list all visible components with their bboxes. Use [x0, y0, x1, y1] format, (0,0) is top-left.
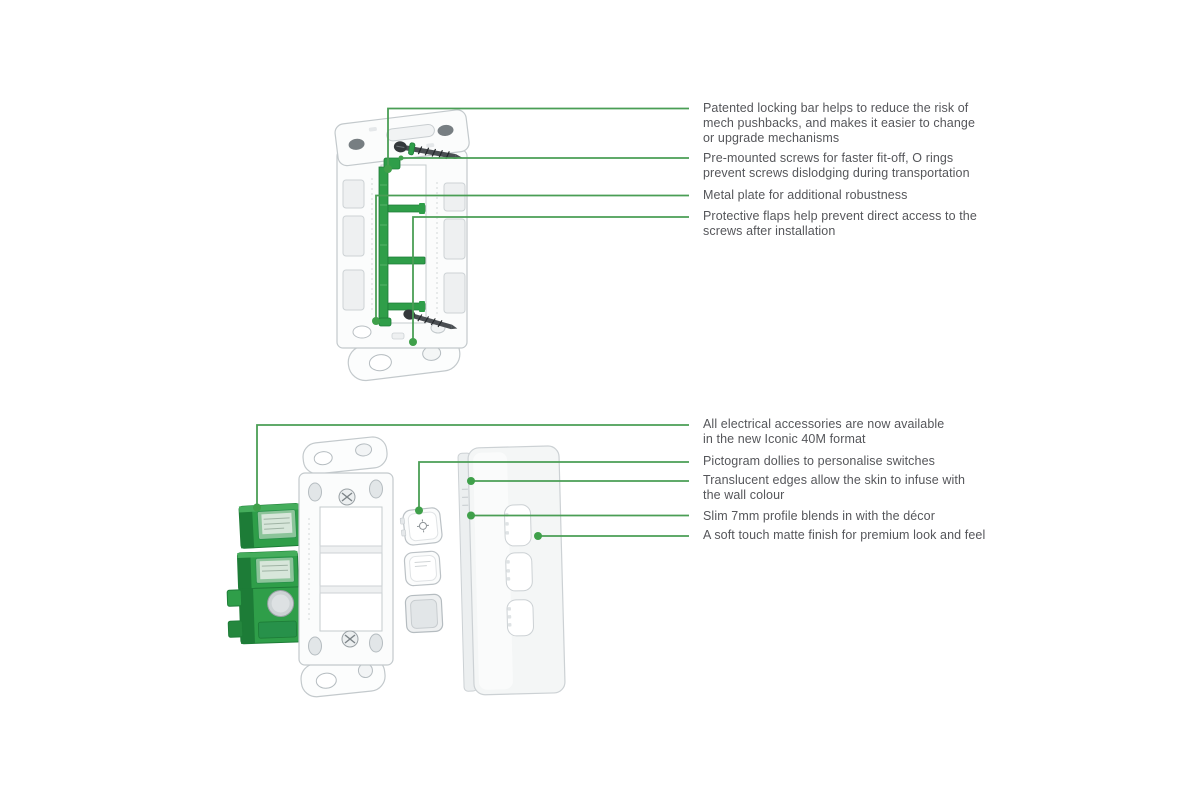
- callout-text-line: in the new Iconic 40M format: [703, 432, 866, 446]
- callout-dot: [534, 532, 542, 540]
- callout-text-line: A soft touch matte finish for premium lo…: [703, 528, 986, 542]
- callout-dot: [467, 511, 475, 520]
- switch-mechanism: [238, 503, 302, 549]
- callout-text-line: Pre-mounted screws for faster fit-off, O…: [703, 151, 954, 165]
- callout-line-metal-plate: [375, 194, 689, 318]
- callout-text-line: Protective flaps help prevent direct acc…: [703, 209, 977, 223]
- callout-text-matte-finish: A soft touch matte finish for premium lo…: [703, 528, 1013, 543]
- switch-mechanisms: [226, 503, 304, 645]
- grid-side-cutouts: [342, 179, 466, 314]
- callout-dot: [467, 477, 475, 485]
- grid2-screw-head-bottom: [341, 630, 359, 648]
- o-ring: [408, 142, 416, 156]
- callout-line-dollies: [418, 461, 689, 507]
- callout-text-slim-profile: Slim 7mm profile blends in with the déco…: [703, 509, 1013, 524]
- grid-tick-marks: [371, 178, 438, 314]
- callout-text-line: the wall colour: [703, 488, 785, 502]
- callout-dot: [398, 155, 404, 161]
- switch-mechanism-dimmer: [226, 586, 304, 645]
- mounting-grid-rear-diagram: [334, 109, 470, 382]
- callout-text-pre-mounted-screws: Pre-mounted screws for faster fit-off, O…: [703, 151, 1013, 181]
- dolly-pictogram-icon: [416, 519, 430, 533]
- callout-dot: [253, 503, 261, 512]
- callout-text-protective-flaps: Protective flaps help prevent direct acc…: [703, 209, 1013, 239]
- top-callout-lines: [375, 107, 689, 339]
- pictogram-dolly: [404, 593, 444, 634]
- callout-dot: [384, 165, 392, 173]
- callout-text-locking-bar: Patented locking bar helps to reduce the…: [703, 101, 1013, 146]
- callout-text-line: Metal plate for additional robustness: [703, 188, 908, 202]
- plate-edge-marks: [461, 488, 469, 506]
- callout-text-line: All electrical accessories are now avail…: [703, 417, 945, 431]
- plate-apertures: [504, 504, 534, 637]
- callout-text-line: Patented locking bar helps to reduce the…: [703, 101, 969, 115]
- callout-text-line: Slim 7mm profile blends in with the déco…: [703, 509, 935, 523]
- grid2-top-ear: [302, 436, 388, 475]
- callout-text-line: or upgrade mechanisms: [703, 131, 840, 145]
- mounting-grid: [298, 436, 394, 698]
- callout-text-line: mech pushbacks, and makes it easier to c…: [703, 116, 976, 130]
- callout-dot: [372, 317, 380, 325]
- callout-text-accessories: All electrical accessories are now avail…: [703, 417, 1013, 447]
- switch-mechanism: [236, 550, 300, 592]
- grid2-screw-head-top: [338, 488, 356, 506]
- pictogram-dolly: [403, 550, 442, 587]
- callout-text-translucent-edges: Translucent edges allow the skin to infu…: [703, 473, 1013, 503]
- callout-text-metal-plate: Metal plate for additional robustness: [703, 188, 1013, 203]
- callout-line-accessories: [256, 424, 689, 504]
- callout-dot: [415, 506, 423, 515]
- callout-text-line: Pictogram dollies to personalise switche…: [703, 454, 935, 468]
- callout-line-locking-bar: [387, 107, 689, 166]
- pre-mounted-screw-top: [393, 141, 463, 160]
- locking-bar: [378, 157, 426, 327]
- callout-text-dollies: Pictogram dollies to personalise switche…: [703, 454, 1013, 469]
- metal-plate-detail: [352, 322, 446, 340]
- callout-text-line: Translucent edges allow the skin to infu…: [703, 473, 966, 487]
- grid-aperture-column: [380, 164, 427, 324]
- pictogram-dollies: [399, 507, 444, 634]
- grid2-bottom-ear: [300, 657, 386, 698]
- callout-line-protective-flaps: [412, 216, 689, 339]
- callout-dot: [409, 338, 417, 346]
- callout-text-line: prevent screws dislodging during transpo…: [703, 166, 970, 180]
- callout-text-line: screws after installation: [703, 224, 836, 238]
- bottom-callout-dots: [253, 477, 542, 540]
- exploded-view-diagram: [226, 436, 566, 698]
- top-callout-dots: [372, 155, 417, 346]
- cover-skin-plate: [457, 445, 566, 696]
- bottom-callout-lines: [256, 424, 689, 537]
